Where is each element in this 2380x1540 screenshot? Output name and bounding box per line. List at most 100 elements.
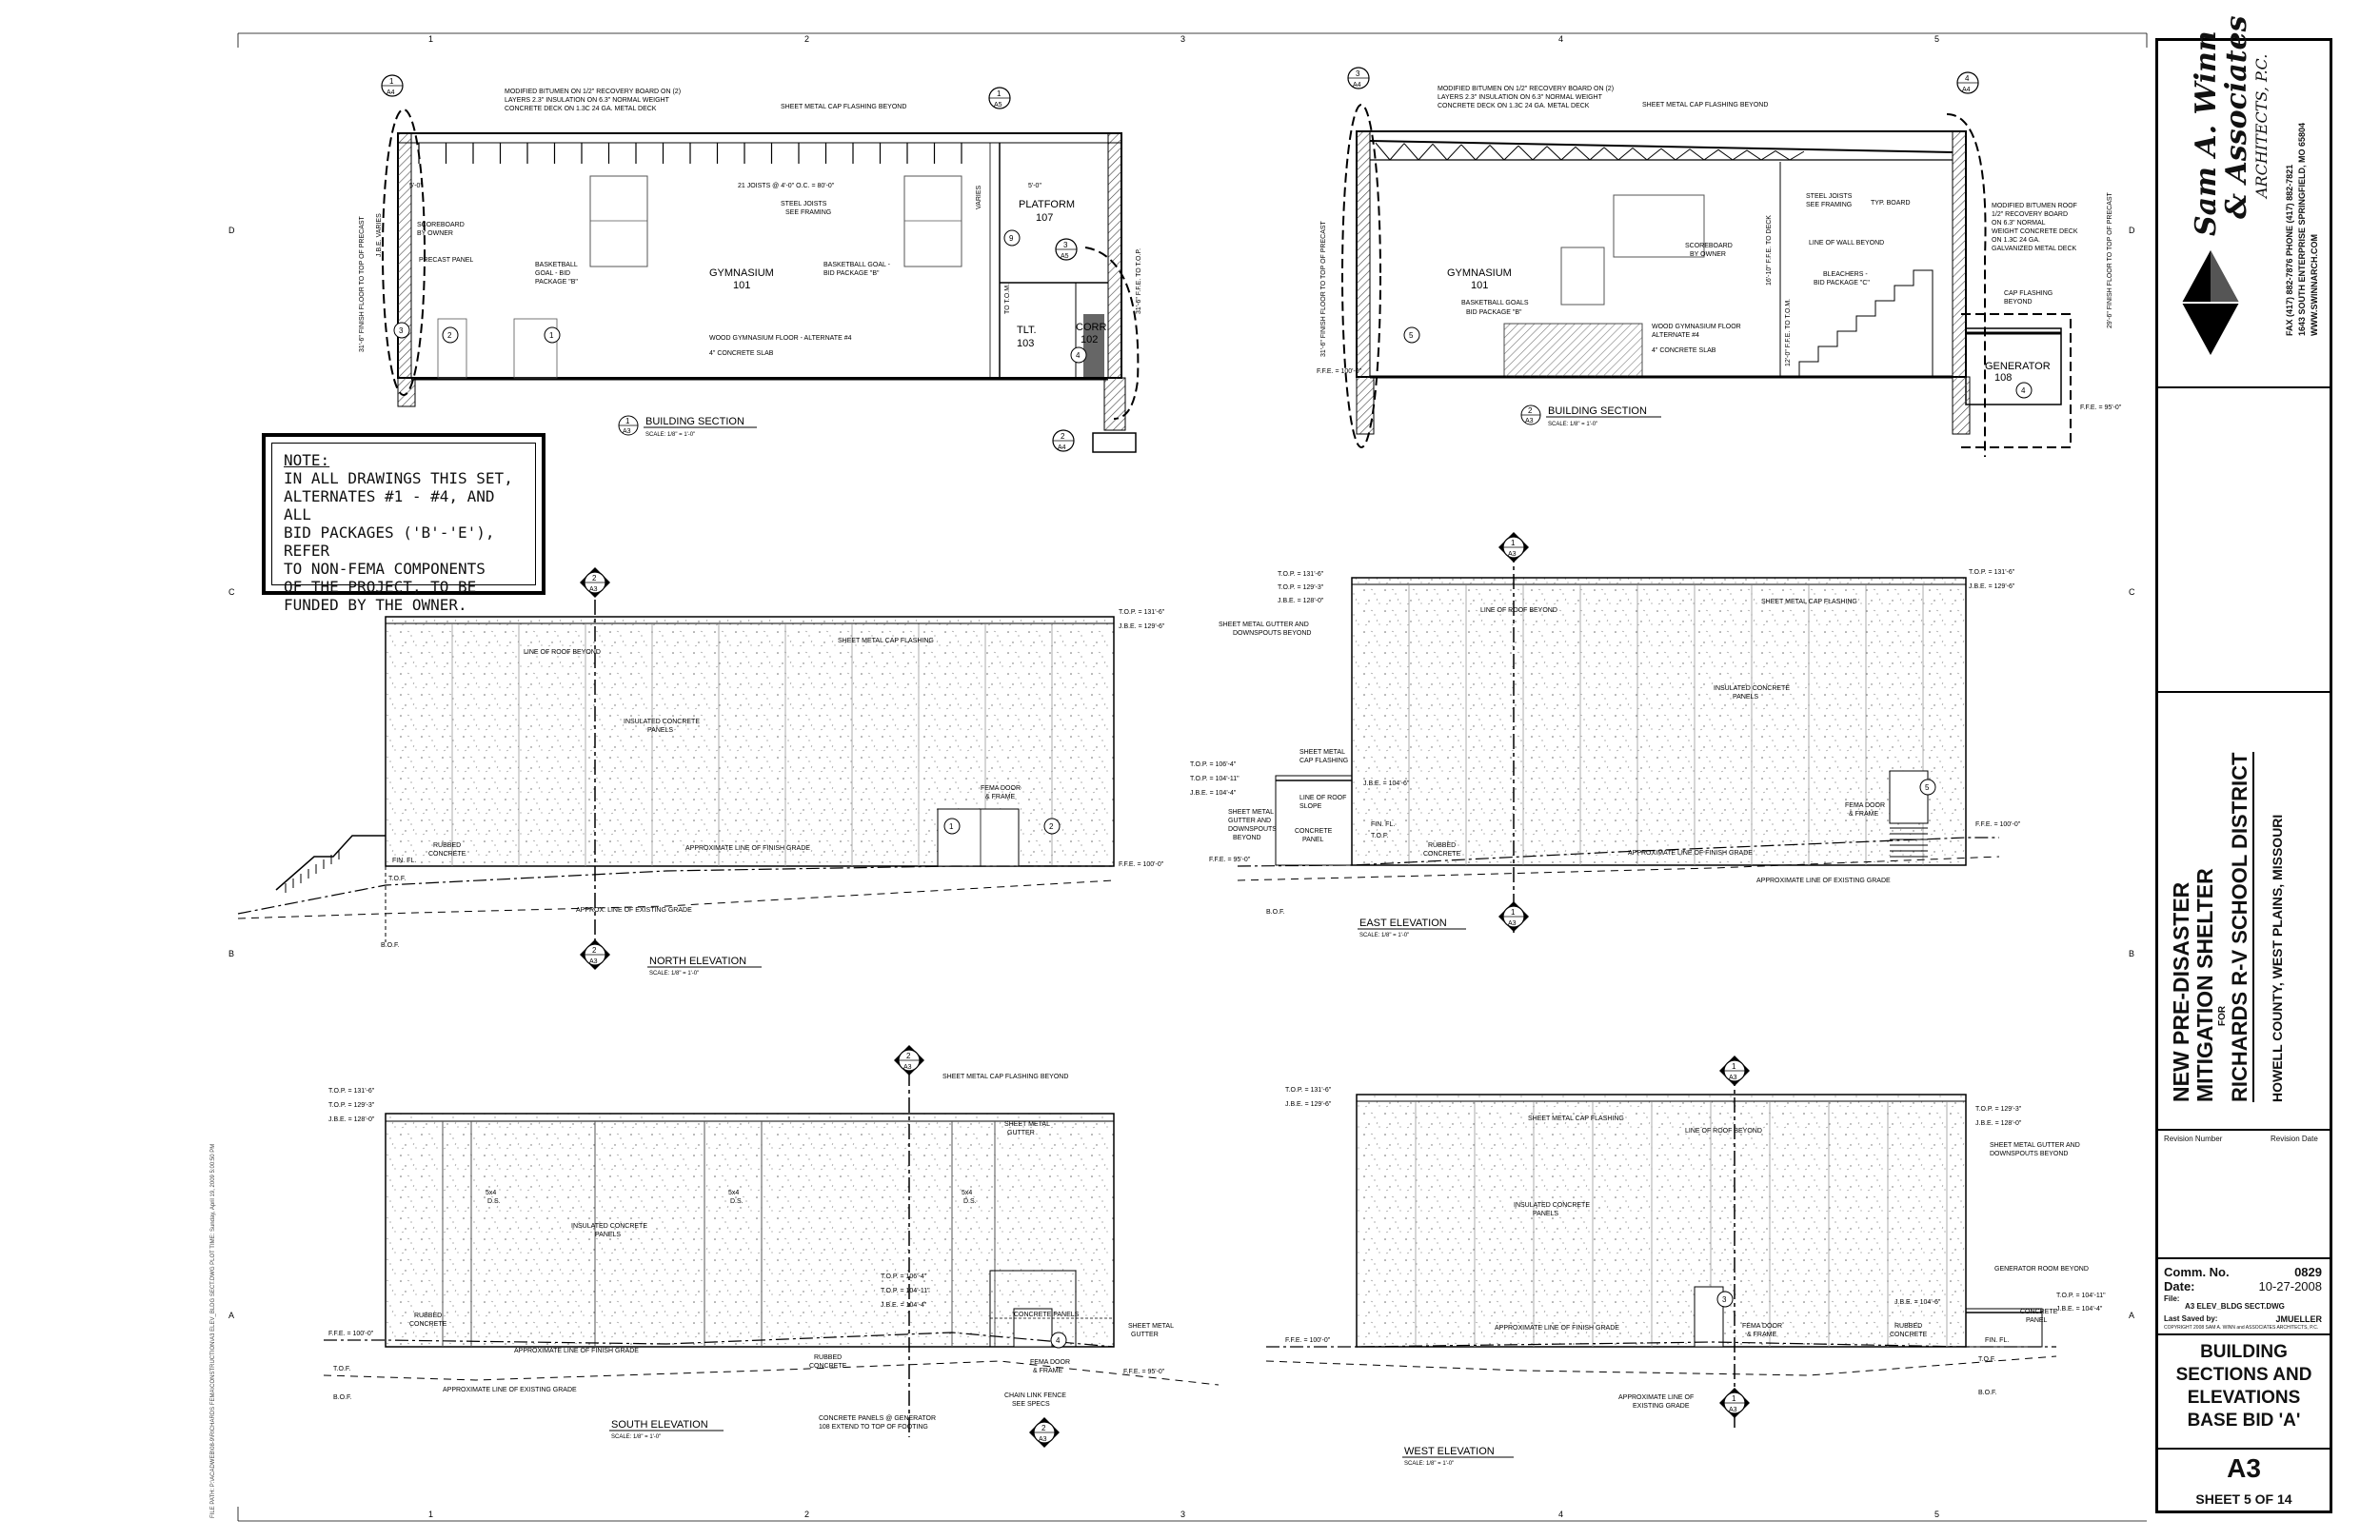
we-flash: SHEET METAL CAP FLASHING bbox=[1528, 1116, 1624, 1122]
building-section-2: 54 bbox=[1341, 104, 2072, 457]
bs1-jbe: J.B.E. VARIES bbox=[376, 213, 383, 257]
door-key-number: 4 bbox=[1056, 1336, 1061, 1345]
bs1-tlt-label: TLT. bbox=[1017, 325, 1037, 336]
bs2-bleach: BLEACHERS - bbox=[1823, 271, 1868, 278]
bs2-gen: GENERATOR bbox=[1985, 361, 2051, 372]
se-sm: SHEET METAL bbox=[1128, 1323, 1174, 1330]
project-location: HOWELL COUNTY, WEST PLAINS, MISSOURI bbox=[2270, 814, 2285, 1102]
firm-name-1: Sam A. Winn bbox=[2190, 30, 2223, 236]
sheet-border bbox=[237, 32, 2148, 1522]
sheet-title-3: ELEVATIONS bbox=[2187, 1388, 2301, 1408]
revision-section: Revision Number Revision Date bbox=[2158, 1131, 2330, 1259]
bs2-rmod3: ON 6.3" NORMAL bbox=[1992, 220, 2046, 227]
ne-tag-top-number: 2 bbox=[592, 574, 597, 582]
bs1-scale: SCALE: 1/8" = 1'-0" bbox=[645, 432, 695, 438]
se-rubbed-b: RUBBED bbox=[814, 1354, 842, 1361]
door-key-circle bbox=[393, 322, 410, 339]
bs1-dim2: 5'-0" bbox=[1028, 183, 1041, 189]
se-cpanels: CONCRETE PANELS bbox=[1014, 1312, 1080, 1318]
bs1-platform-number: 107 bbox=[1036, 212, 1053, 224]
bs2-roof3: CONCRETE DECK ON 1.3C 24 GA. METAL DECK bbox=[1438, 103, 1590, 109]
bs1-scoreboard: SCOREBOARD bbox=[417, 222, 465, 228]
sheet-number-section: A3 SHEET 5 OF 14 bbox=[2158, 1450, 2330, 1513]
bs1-goal2b: BID PACKAGE "B" bbox=[823, 270, 880, 277]
door-key-circle bbox=[943, 818, 961, 835]
file-path: FILE PATH: P:\ACADWEB\08-9\RICHARDS FEMA… bbox=[210, 1144, 216, 1518]
bs2-truss-web bbox=[1389, 143, 1405, 161]
door-key-number: 3 bbox=[1722, 1295, 1727, 1304]
bs2-roof: MODIFIED BITUMEN ON 1/2" RECOVERY BOARD … bbox=[1438, 86, 1614, 92]
bs1-tlt-number: 103 bbox=[1017, 338, 1034, 349]
we-top-r: T.O.P. = 129'-3" bbox=[1975, 1106, 2022, 1113]
ee-tof: T.O.F. bbox=[1371, 833, 1388, 839]
saved-label: Last Saved by: bbox=[2164, 1314, 2218, 1323]
bs2-gym-no: 101 bbox=[1471, 280, 1488, 291]
bs2-truss-web bbox=[1489, 145, 1505, 161]
sheet-title-section: BUILDING SECTIONS AND ELEVATIONS BASE BI… bbox=[2158, 1335, 2330, 1450]
ee-jbe-r: J.B.E. = 129'-6" bbox=[1969, 583, 2015, 590]
note-line: OF THE PROJECT, TO BE bbox=[284, 578, 477, 596]
bs2-rmod2: 1/2" RECOVERY BOARD bbox=[1992, 211, 2068, 218]
se-panels: INSULATED CONCRETE bbox=[571, 1223, 647, 1230]
bs1-flash-note: SHEET METAL CAP FLASHING BEYOND bbox=[781, 104, 906, 110]
ee-tag-bottom-sheet: A3 bbox=[1508, 920, 1517, 927]
bs1-height: 31'-6" FINISH FLOOR TO TOP OF PRECAST bbox=[359, 215, 366, 352]
firm-contact-2: 1643 SOUTH ENTERPRISE SPRINGFIELD, MO 65… bbox=[2297, 122, 2307, 336]
bs1-tag-3-sheet: A5 bbox=[1061, 253, 1069, 260]
ee-gutter: SHEET METAL GUTTER AND bbox=[1219, 622, 1309, 628]
ee-cpanel: CONCRETE bbox=[1295, 828, 1333, 835]
we-finfl: FIN. FL. bbox=[1985, 1337, 2009, 1344]
bs1-corr-number: 102 bbox=[1081, 334, 1098, 346]
note-line: ALTERNATES #1 - #4, AND ALL bbox=[284, 487, 495, 523]
bs2-rmod4: WEIGHT CONCRETE DECK bbox=[1992, 228, 2078, 235]
info-section: Comm. No. 0829 Date: 10-27-2008 File: A3… bbox=[2158, 1259, 2330, 1335]
se-fence: CHAIN LINK FENCE bbox=[1004, 1392, 1066, 1399]
we-finish: APPROXIMATE LINE OF FINISH GRADE bbox=[1495, 1325, 1619, 1332]
door-key-number: 1 bbox=[949, 822, 954, 831]
ee-door: FEMA DOOR bbox=[1845, 802, 1885, 809]
se-ds2: 5x4 bbox=[728, 1190, 739, 1196]
file-value: A3 ELEV_BLDG SECT.DWG bbox=[2185, 1302, 2285, 1311]
project-for: FOR bbox=[2217, 1005, 2228, 1026]
bs2-truss-web bbox=[1460, 144, 1477, 161]
door-key-number: 5 bbox=[1925, 783, 1930, 792]
grid-number-top: 2 bbox=[804, 34, 809, 44]
bs2-floor: WOOD GYMNASIUM FLOOR bbox=[1652, 324, 1741, 330]
east-elevation: 5 bbox=[1237, 547, 2000, 933]
we-jbe2: J.B.E. = 104'-6" bbox=[1894, 1299, 1941, 1306]
we-exist: APPROXIMATE LINE OF bbox=[1618, 1394, 1694, 1401]
door-key-circle bbox=[544, 326, 561, 344]
bs2-rmod6: GALVANIZED METAL DECK bbox=[1992, 246, 2077, 252]
se-top: T.O.P. = 131'-6" bbox=[328, 1088, 375, 1095]
note-line: TO NON-FEMA COMPONENTS bbox=[284, 560, 486, 578]
door-key-number: 4 bbox=[1076, 351, 1081, 360]
bs2-cap: CAP FLASHING bbox=[2004, 290, 2053, 297]
sheet-title-2: SECTIONS AND bbox=[2175, 1365, 2312, 1385]
bs2-truss-web bbox=[1717, 148, 1734, 161]
se-rubbed-b2: CONCRETE bbox=[809, 1363, 847, 1370]
bs2-truss-web bbox=[1775, 150, 1791, 161]
grid-letter-right: B bbox=[2129, 949, 2134, 958]
we-jbe3: J.B.E. = 104'-4" bbox=[2056, 1306, 2103, 1313]
general-note: NOTE: IN ALL DRAWINGS THIS SET, ALTERNAT… bbox=[262, 433, 545, 614]
copyright: COPYRIGHT 2008 SAM A. WINN and ASSOCIATE… bbox=[2164, 1325, 2319, 1331]
se-ds1b: D.S. bbox=[487, 1198, 501, 1205]
ee-door2: & FRAME bbox=[1849, 811, 1878, 818]
bs2-gen-no: 108 bbox=[1994, 372, 2012, 384]
bs2-height: 31'-6" FINISH FLOOR TO TOP OF PRECAST bbox=[1320, 220, 1327, 357]
bs1-steel: STEEL JOISTS bbox=[781, 201, 827, 207]
bs2-ref: A3 bbox=[1525, 418, 1534, 424]
title-block: Sam A. Winn & Associates ARCHITECTS, P.C… bbox=[2155, 15, 2332, 1513]
grid-letter-right: D bbox=[2129, 226, 2135, 235]
ee-tag-top-number: 1 bbox=[1511, 539, 1516, 547]
se-title: SOUTH ELEVATION SCALE: 1/8" = 1'-0" bbox=[609, 1419, 724, 1440]
bs1-floor: WOOD GYMNASIUM FLOOR - ALTERNATE #4 bbox=[709, 335, 852, 342]
se-ds1: 5x4 bbox=[486, 1190, 496, 1196]
bs1-steel2: SEE FRAMING bbox=[785, 209, 831, 216]
revision-number-label: Revision Number bbox=[2164, 1135, 2223, 1143]
bs2-truss-web bbox=[1575, 146, 1591, 161]
bs1-title-text: BUILDING SECTION bbox=[645, 416, 744, 427]
